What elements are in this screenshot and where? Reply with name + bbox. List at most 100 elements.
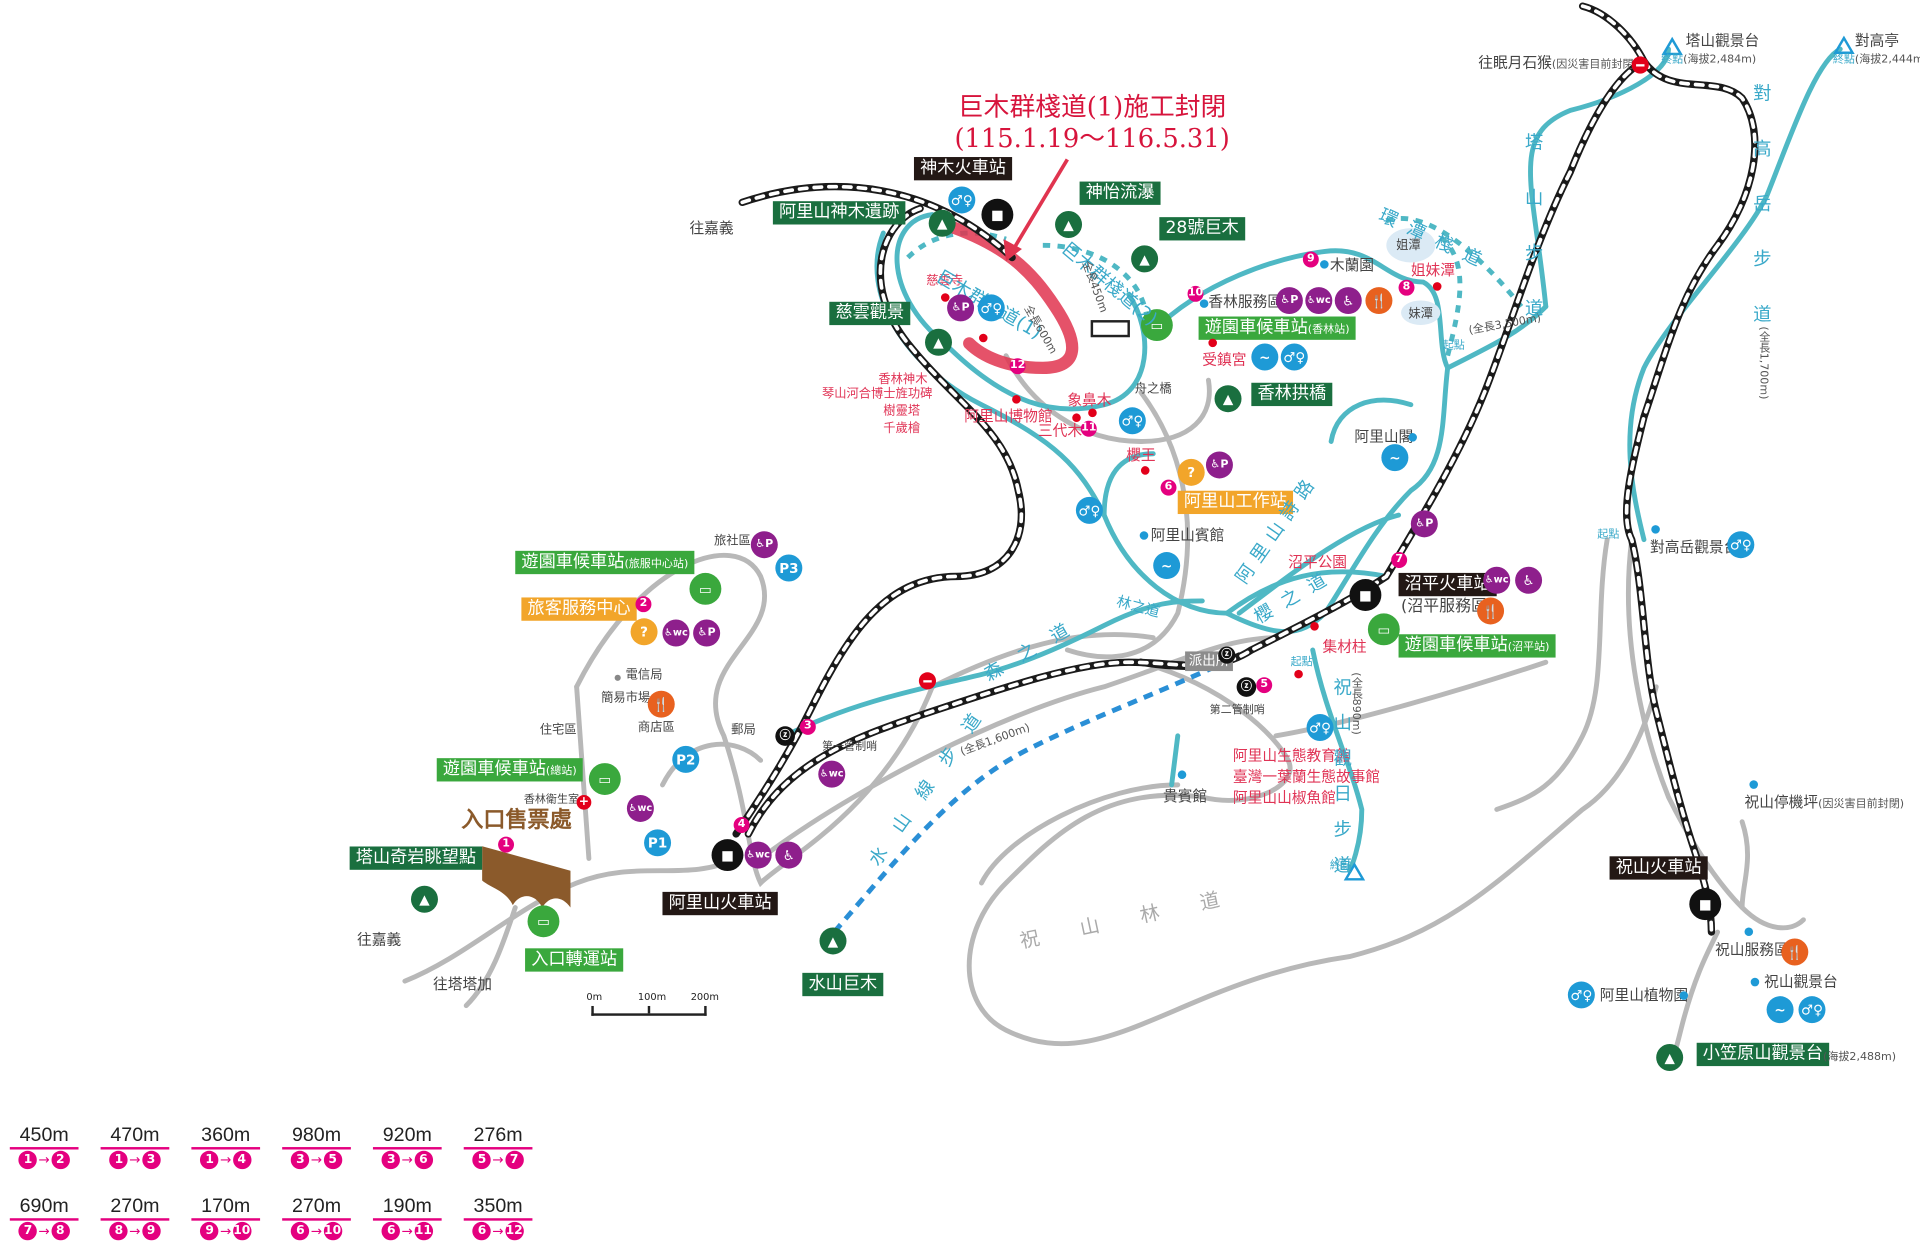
xiaoliyuan-view-label[interactable]: 小笠原山觀景台 [1696,1042,1830,1067]
legend-item: 276m 5→7 [463,1126,533,1170]
legend-arrow: → [129,1223,141,1240]
hotel-area-label: 旅社區 [713,534,751,549]
point-3: 3 [799,718,816,735]
shuishan-tree-label[interactable]: 水山巨木 [802,972,884,997]
ciyun-temple-dot [940,293,950,302]
medical-icon: + [576,794,592,810]
legend-arrow: → [401,1223,413,1240]
legend-route: 3→5 [282,1150,351,1170]
duigao-start: 起點 [1597,528,1620,542]
loop-start: 起點 [1442,339,1465,353]
accessible-toilet-icon: ♿wc [818,760,846,788]
closure-notice-dates: (115.1.19～116.5.31) [954,124,1230,154]
bus-icon: ▭ [1140,309,1173,342]
bus-stop-sub: (旅服中心站) [624,558,689,571]
legend-from: 5 [472,1150,492,1170]
alishan-hotel-label: 阿里山賓館 [1150,526,1225,544]
legend-arrow: → [401,1151,413,1168]
forest-road-label: 祝山林道 [1017,878,1263,953]
zhushan-station-label[interactable]: 祝山火車站 [1609,856,1708,881]
zhushan-view-dot [1750,977,1760,987]
lumber-pole-dot [1310,621,1319,631]
point-2: 2 [635,596,652,613]
xianglin-tree-dot [978,333,988,343]
three-gen-tree-label: 三代木 [1037,422,1083,440]
shops-label: 商店區 [637,721,675,735]
first-control-label: 第一管制哨 [821,740,878,754]
boat-bridge-label: 舟之橋 [1134,382,1172,397]
shenmu-station-label[interactable]: 神木火車站 [913,157,1013,181]
zhushan-service-dot [1744,927,1754,937]
entrance-transfer-label[interactable]: 入口轉運站 [525,948,624,973]
giant-28-label[interactable]: 28號巨木 [1159,217,1245,241]
legend-from: 1 [200,1150,219,1170]
workstation-label[interactable]: 阿里山工作站 [1177,490,1294,515]
museums-dot [1294,669,1303,679]
xianglin-bus-stop-label[interactable]: 遊園車候車站(香林站) [1198,316,1356,341]
elder-pond-shape [1386,228,1436,263]
alishan-station-label[interactable]: 阿里山火車站 [662,891,778,916]
legend-to: 9 [141,1221,161,1241]
heliport-text: 祝山停機坪 [1744,793,1819,811]
control-post-icon: ⓩ [1236,677,1257,697]
legend-distance: 980m [282,1126,351,1150]
ticket-office-label: 入口售票處 [461,807,572,833]
cherry-king-label: 櫻王 [1126,446,1156,464]
visitor-center-bus-stop-label[interactable]: 遊園車候車站(旅服中心站) [515,550,695,575]
point-9: 9 [1302,251,1319,268]
museums-group: 阿里山生態教育館 臺灣一葉蘭生態故事館 阿里山山椒魚館 [1233,746,1380,808]
smoking-area-icon: ~ [1153,552,1181,580]
chaoping-service-area: (沼平服務區) [1401,597,1494,616]
shenyi-falls-label[interactable]: 神怡流瀑 [1079,181,1161,206]
shenmu-site-label[interactable]: 阿里山神木遺跡 [772,201,906,225]
chaoping-bus-stop-label[interactable]: 遊園車候車站(沼平站) [1398,634,1556,659]
point-5: 5 [1256,677,1273,694]
sunrise-trail-label: 祝山觀日步道 [1331,677,1354,891]
train-icon: ■ [1689,888,1722,921]
train-icon: ■ [981,198,1014,231]
tree-spirit-label: 樹靈塔 [883,404,921,419]
duigao-end: 終點 [1832,53,1855,67]
legend-item: 450m 1→2 [9,1126,79,1170]
legend-distance: 270m [100,1197,170,1221]
to-tataka: 往塔塔加 [433,975,492,993]
lumber-pole-label: 集材柱 [1322,637,1367,656]
eco-center-label: 阿里山生態教育館 [1232,747,1351,765]
zhushan-view-label: 祝山觀景台 [1764,972,1838,991]
museum-label: 阿里山博物館 [964,407,1053,425]
sunrise-trail-length: (全長890m) [1349,672,1362,735]
tree-icon: ▲ [925,328,952,356]
restaurant-icon: 🍴 [647,690,675,718]
legend-item: 170m 9→10 [191,1197,261,1241]
closure-arrow [1010,158,1069,253]
xianglin-bridge-label[interactable]: 香林拱橋 [1251,382,1333,407]
bus-stop-name: 遊園車候車站 [521,552,625,572]
bus-stop-sub: (香林站) [1307,323,1350,337]
legend-to: 5 [323,1150,342,1170]
residential-label: 住宅區 [539,723,577,738]
younger-pond-label: 妹潭 [1408,307,1433,322]
legend-from: 6 [291,1221,310,1241]
main-bus-stop-label[interactable]: 遊園車候車站(總站) [436,758,583,782]
point-4: 4 [733,817,750,833]
toilet-icon: ♂♀ [1280,343,1308,371]
tashan-end-marker [1661,36,1683,56]
legend-from: 3 [382,1150,401,1170]
visitor-center-label[interactable]: 旅客服務中心 [521,597,637,622]
heliport-dot [1749,780,1759,789]
tashan-rock-label[interactable]: 塔山奇岩眺望點 [349,846,483,871]
legend-distance: 920m [372,1126,442,1150]
toilet-icon: ♂♀ [1075,496,1103,524]
accessible-toilet-icon: ♿wc [1305,287,1333,315]
closure-notice: 巨木群棧道(1)施工封閉 (115.1.19～116.5.31) [954,91,1229,155]
point-1: 1 [498,836,515,853]
bus-icon: ▭ [1367,613,1400,646]
chaoping-station-label[interactable]: 沼平火車站 [1398,572,1497,597]
parking-icon: P3 [775,554,803,582]
closure-arrowhead [1003,239,1022,262]
accessible-elevator-icon: ♿ [1515,566,1543,594]
legend-item: 920m 3→6 [372,1126,442,1170]
legend-distance: 450m [9,1126,79,1150]
legend-to: 6 [414,1150,433,1170]
ciyun-view-label[interactable]: 慈雲觀景 [829,301,911,326]
